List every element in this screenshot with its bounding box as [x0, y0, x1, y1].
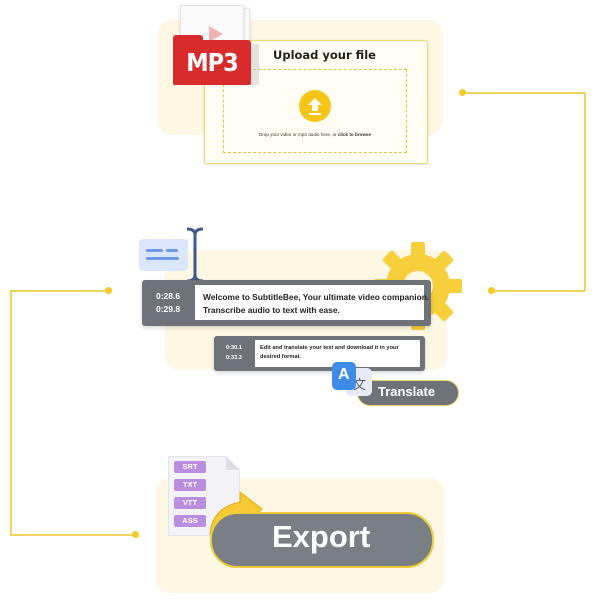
- file-corner: [226, 456, 240, 470]
- connector-left-vertical: [10, 290, 12, 535]
- caption-bubble-icon: [139, 239, 188, 271]
- export-button[interactable]: [210, 512, 434, 568]
- format-badge-vtt: VTT: [174, 497, 206, 509]
- connector-left-horizontal-top: [10, 290, 108, 292]
- translate-glyph-a: A: [338, 366, 350, 383]
- connector-dot: [132, 531, 139, 538]
- connector-dot: [488, 287, 495, 294]
- subtitle-line: Transcribe audio to text with ease.: [203, 305, 340, 315]
- mp3-folder-shadow: [251, 44, 259, 85]
- subtitle-line: desired format.: [260, 354, 302, 360]
- drop-instructions: Drop your video or mp3 audio here, or cl…: [224, 132, 406, 137]
- subtitle-start-time: 0:28.6: [156, 291, 181, 301]
- translate-icon-front: A: [332, 362, 356, 390]
- translate-icon-back: 文: [346, 368, 372, 396]
- export-label: Export: [272, 519, 371, 554]
- subtitle-start-time: 0:30.1: [226, 345, 242, 351]
- play-icon: [209, 26, 223, 42]
- connector-dot: [459, 89, 466, 96]
- drop-text-prefix: Drop your video or mp3 audio here, or: [258, 132, 338, 137]
- text-cursor-icon: [186, 227, 204, 283]
- translate-button[interactable]: [357, 380, 459, 406]
- caption-bar: [146, 249, 163, 252]
- mp3-folder-tab: [173, 35, 203, 43]
- format-badge-ass: ASS: [174, 515, 206, 527]
- connector-dot: [105, 287, 112, 294]
- subtitle-end-time: 0:29.8: [156, 304, 181, 314]
- connector-right-horizontal-bottom: [491, 290, 585, 292]
- subtitle-row-primary[interactable]: 0:28.6 0:29.8 Welcome to SubtitleBee, Yo…: [142, 280, 431, 326]
- connector-left-horizontal-bottom: [10, 534, 135, 536]
- upload-arrow-icon: [308, 98, 322, 115]
- browse-link[interactable]: click to browse: [337, 132, 372, 137]
- format-badge-txt: TXT: [174, 479, 206, 491]
- caption-bar: [166, 249, 178, 252]
- translate-label: Translate: [378, 384, 436, 399]
- subtitle-row-secondary[interactable]: 0:30.1 0:33.3 Edit and translate your te…: [214, 336, 425, 371]
- subtitle-end-time: 0:33.3: [226, 355, 242, 361]
- mp3-file-icon: [173, 40, 251, 85]
- subtitle-line: Edit and translate your text and downloa…: [260, 345, 399, 351]
- connector-right-horizontal-top: [462, 92, 585, 94]
- upload-button[interactable]: [299, 90, 331, 122]
- mp3-label: MP3: [186, 48, 239, 77]
- upload-title: Upload your file: [273, 48, 376, 62]
- connector-right-vertical: [584, 92, 586, 291]
- translate-glyph-b: 文: [353, 378, 367, 393]
- translate-icon: 文 A: [332, 362, 374, 398]
- subtitle-line: Welcome to SubtitleBee, Your ultimate vi…: [203, 292, 430, 302]
- caption-bar: [146, 257, 179, 260]
- subtitle-text-box[interactable]: Welcome to SubtitleBee, Your ultimate vi…: [195, 285, 429, 320]
- drop-zone[interactable]: Drop your video or mp3 audio here, or cl…: [223, 69, 407, 153]
- format-badge-srt: SRT: [174, 461, 206, 473]
